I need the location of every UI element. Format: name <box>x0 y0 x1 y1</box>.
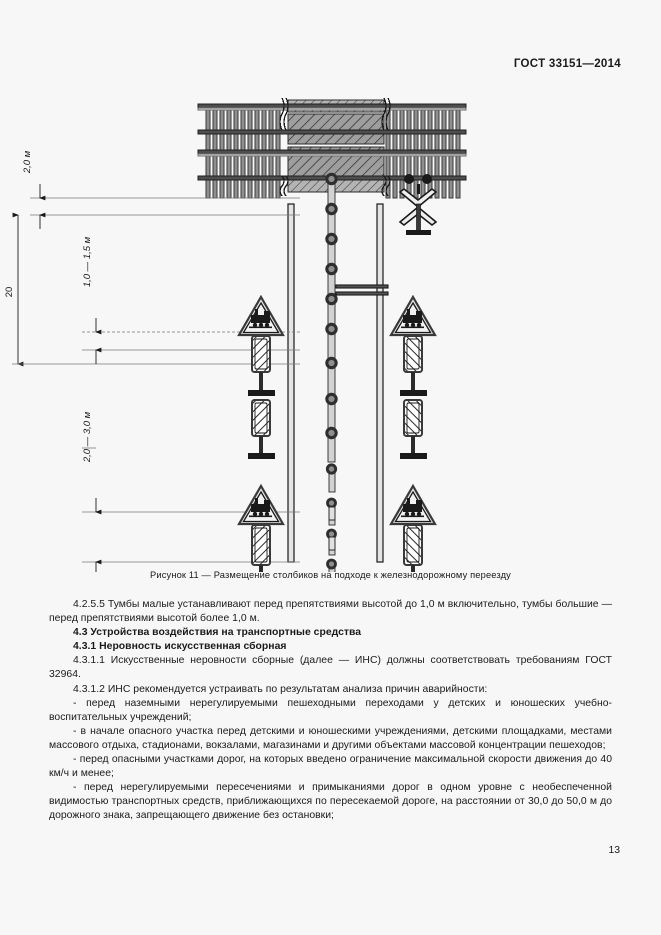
bollard-head <box>325 356 338 370</box>
bollard-head <box>325 392 338 406</box>
bollard-head <box>325 172 338 186</box>
sign-base <box>248 453 275 459</box>
railway-crossing-warning-sign-left-upper <box>237 294 285 396</box>
warning-triangle-icon <box>237 483 285 526</box>
heading-4-3: 4.3 Устройства воздействия на транспортн… <box>73 627 362 639</box>
bollard-head <box>326 558 337 570</box>
figure-11: 2,0 м 20 1,0 — 1,5 м 2,0 — 3,0 м <box>0 92 661 572</box>
railway-crossing-warning-sign-right-upper <box>389 294 437 396</box>
bollard-column <box>325 172 338 572</box>
warning-triangle-icon <box>389 294 437 337</box>
running-header: ГОСТ 33151—2014 <box>513 58 621 70</box>
locomotive-icon <box>401 498 424 518</box>
approach-marker-sign-right-middle <box>400 399 427 459</box>
st-andrews-cross-sign <box>398 174 438 235</box>
bollard-head <box>325 463 338 475</box>
bollard-head <box>325 292 338 306</box>
approach-marker-sign <box>251 335 271 373</box>
sign-base <box>248 390 275 396</box>
bullet-item-2: - в начале опасного участка перед детски… <box>49 725 612 751</box>
bullet-item-3: - перед опасными участками дорог, на кот… <box>49 754 612 780</box>
bollard-head <box>325 202 338 216</box>
bollard-head <box>325 262 338 276</box>
bullet-item-4: - перед нерегулируемыми пересечениями и … <box>49 782 612 822</box>
dim-label-spacing-far: 2,0 — 3,0 м <box>82 411 93 463</box>
crossing-light <box>422 174 432 184</box>
approach-marker-sign <box>403 524 423 566</box>
railway-crossing-warning-sign-left-lower <box>237 483 285 572</box>
dim-label-total-length: 20 <box>4 287 15 298</box>
railway-crossing-warning-sign-right-lower <box>389 483 437 572</box>
warning-triangle-icon <box>389 483 437 526</box>
bullet-item-1: - перед наземными нерегулируемыми пешехо… <box>49 697 612 723</box>
sign-base <box>406 230 431 235</box>
paragraph-4-3-1-2: 4.3.1.2 ИНС рекомендуется устраивать по … <box>73 683 488 695</box>
approach-marker-sign-left-middle <box>248 399 275 459</box>
bollard-head <box>325 322 338 336</box>
dim-label-spacing-near: 1,0 — 1,5 м <box>82 236 93 287</box>
approach-marker-sign <box>403 335 423 373</box>
bollard-head <box>325 426 338 440</box>
figure-caption: Рисунок 11 — Размещение столбиков на под… <box>150 570 511 580</box>
crossing-light <box>404 174 414 184</box>
locomotive-icon <box>249 309 272 329</box>
paragraph-4-2-5-5: 4.2.5.5 Тумбы малые устанавливают перед … <box>49 599 612 625</box>
heading-4-3-1: 4.3.1 Неровность искусственная сборная <box>73 641 287 653</box>
locomotive-icon <box>401 309 424 329</box>
paragraph-4-3-1-1: 4.3.1.1 Искусственные неровности сборные… <box>49 655 612 681</box>
warning-triangle-icon <box>237 294 285 337</box>
bollard-head <box>325 232 338 246</box>
body-text: 4.2.5.5 Тумбы малые устанавливают перед … <box>49 598 612 824</box>
bollard-head <box>326 497 337 509</box>
sign-base <box>400 390 427 396</box>
page-number: 13 <box>608 845 620 856</box>
locomotive-icon <box>249 498 272 518</box>
dim-label-track-offset: 2,0 м <box>22 150 33 174</box>
approach-marker-sign <box>251 524 271 566</box>
sign-base <box>400 453 427 459</box>
